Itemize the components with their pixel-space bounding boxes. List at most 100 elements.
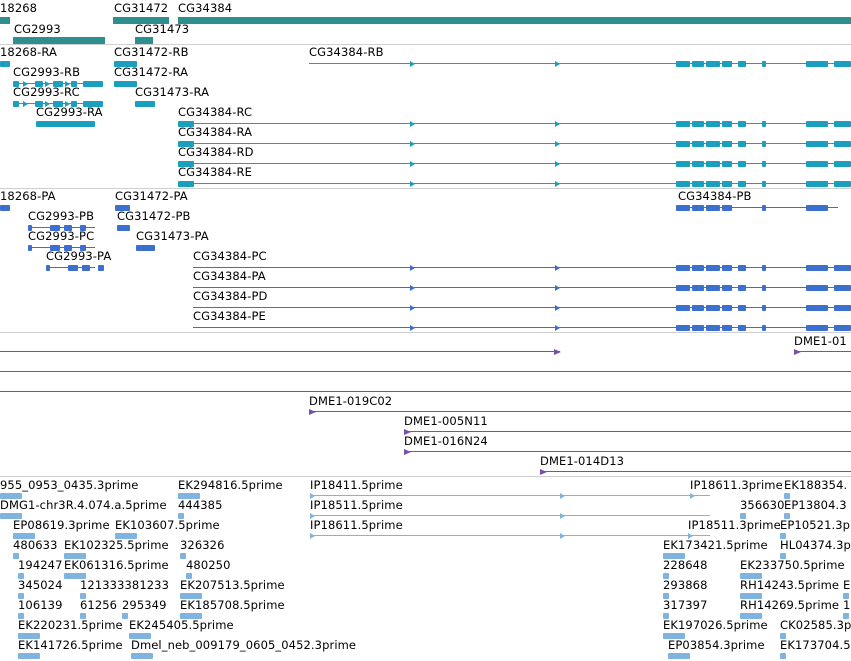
est-label[interactable]: EP13804.3 xyxy=(784,498,847,512)
transcript-exon[interactable] xyxy=(834,120,851,127)
est-label[interactable]: 293868 xyxy=(663,578,708,592)
transcript-exon[interactable] xyxy=(676,120,690,127)
transcript-exon[interactable] xyxy=(806,120,828,127)
protein-exon[interactable] xyxy=(50,224,60,231)
protein-exon[interactable] xyxy=(692,324,704,331)
protein-exon[interactable] xyxy=(834,284,851,291)
est-label[interactable]: 61256 xyxy=(80,598,118,612)
transcript-exon[interactable] xyxy=(738,160,746,167)
transcript-exon[interactable] xyxy=(53,80,63,87)
est-label[interactable]: 345024 xyxy=(18,578,63,592)
est-mark[interactable] xyxy=(663,572,669,579)
protein-exon[interactable] xyxy=(706,304,720,311)
gene-label[interactable]: 18268 xyxy=(0,1,38,15)
est-label[interactable]: EP08619.3prime xyxy=(13,518,110,532)
est-label[interactable]: 295349 xyxy=(122,598,167,612)
protein-exon[interactable] xyxy=(762,324,766,331)
clone-line[interactable] xyxy=(0,391,851,392)
transcript-exon[interactable] xyxy=(706,160,720,167)
est-mark[interactable] xyxy=(18,572,24,579)
protein-exon[interactable] xyxy=(722,324,732,331)
est-mark[interactable] xyxy=(740,512,746,519)
clone-line[interactable] xyxy=(0,351,560,352)
est-line[interactable] xyxy=(310,515,710,516)
est-label[interactable]: EP03854.3prime xyxy=(668,638,765,652)
transcript-exon[interactable] xyxy=(834,140,851,147)
est-label[interactable]: CK02585.3p xyxy=(780,618,851,632)
est-mark[interactable] xyxy=(780,652,786,659)
est-label[interactable]: 326326 xyxy=(180,538,225,552)
transcript-exon[interactable] xyxy=(71,100,77,107)
est-label[interactable]: RH14269.5prime xyxy=(740,598,840,612)
est-mark[interactable] xyxy=(663,632,685,639)
transcript-exon[interactable] xyxy=(692,180,704,187)
est-label[interactable]: DMG1-chr3R.4.074.a.5prime xyxy=(0,498,167,512)
clone-label[interactable]: DME1-014D13 xyxy=(540,454,625,468)
protein-exon[interactable] xyxy=(738,284,746,291)
transcript-exon[interactable] xyxy=(762,120,766,127)
gene-label[interactable]: CG31472 xyxy=(114,1,169,15)
protein-exon[interactable] xyxy=(28,244,32,251)
est-label[interactable]: EK188354. xyxy=(784,478,848,492)
transcript-label[interactable]: 18268-RA xyxy=(0,45,57,59)
clone-line[interactable] xyxy=(404,431,851,432)
protein-exon[interactable] xyxy=(762,284,766,291)
transcript-exon[interactable] xyxy=(178,140,194,147)
protein-exon[interactable] xyxy=(706,324,720,331)
protein-exon[interactable] xyxy=(692,204,704,211)
est-mark[interactable] xyxy=(843,592,849,599)
transcript-exon[interactable] xyxy=(722,60,732,67)
protein-line[interactable] xyxy=(28,247,95,248)
protein-exon[interactable] xyxy=(676,264,690,271)
est-label[interactable]: EK061316.5prime xyxy=(64,558,169,572)
gene-bar[interactable] xyxy=(13,37,105,44)
transcript-exon[interactable] xyxy=(13,100,19,107)
protein-label[interactable]: CG31473-PA xyxy=(136,229,209,243)
est-label[interactable]: EK207513.5prime xyxy=(180,578,285,592)
protein-exon[interactable] xyxy=(117,224,130,231)
transcript-exon[interactable] xyxy=(738,140,746,147)
est-label[interactable]: 955_0953_0435.3prime xyxy=(0,478,139,492)
est-mark[interactable] xyxy=(740,592,762,599)
transcript-exon[interactable] xyxy=(114,60,137,67)
protein-line[interactable] xyxy=(193,307,838,308)
protein-label[interactable]: CG31472-PA xyxy=(115,189,188,203)
protein-line[interactable] xyxy=(678,207,838,208)
est-label[interactable]: EP10521.3p xyxy=(780,518,851,532)
protein-label[interactable]: CG2993-PA xyxy=(46,249,112,263)
transcript-exon[interactable] xyxy=(676,60,690,67)
transcript-exon[interactable] xyxy=(71,80,77,87)
protein-exon[interactable] xyxy=(706,264,720,271)
transcript-label[interactable]: CG31472-RB xyxy=(114,45,189,59)
est-mark[interactable] xyxy=(129,632,151,639)
transcript-exon[interactable] xyxy=(83,80,103,87)
est-mark[interactable] xyxy=(780,532,786,539)
est-mark[interactable] xyxy=(18,592,24,599)
est-label[interactable]: 480633 xyxy=(13,538,58,552)
protein-exon[interactable] xyxy=(806,304,828,311)
est-line[interactable] xyxy=(688,535,708,536)
est-label[interactable]: Dmel_neb_009179_0605_0452.3prime xyxy=(131,638,357,652)
transcript-exon[interactable] xyxy=(13,80,19,87)
transcript-label[interactable]: CG2993-RB xyxy=(13,65,81,79)
protein-exon[interactable] xyxy=(722,304,732,311)
est-mark[interactable] xyxy=(180,552,186,559)
protein-line[interactable] xyxy=(193,287,838,288)
protein-line[interactable] xyxy=(28,227,95,228)
protein-label[interactable]: CG34384-PE xyxy=(193,309,266,323)
est-mark[interactable] xyxy=(0,492,22,499)
protein-exon[interactable] xyxy=(98,264,104,271)
gene-bar[interactable] xyxy=(113,17,169,24)
est-label[interactable]: HL04374.3p xyxy=(780,538,851,552)
protein-label[interactable]: CG34384-PB xyxy=(678,189,752,203)
est-label[interactable]: EK102325.5prime xyxy=(64,538,169,552)
protein-exon[interactable] xyxy=(762,264,766,271)
protein-exon[interactable] xyxy=(676,304,690,311)
protein-exon[interactable] xyxy=(80,244,86,251)
transcript-line[interactable] xyxy=(178,143,851,144)
transcript-exon[interactable] xyxy=(178,120,194,127)
protein-exon[interactable] xyxy=(136,244,155,251)
est-mark[interactable] xyxy=(663,612,669,619)
transcript-exon[interactable] xyxy=(722,120,732,127)
protein-exon[interactable] xyxy=(115,204,130,211)
